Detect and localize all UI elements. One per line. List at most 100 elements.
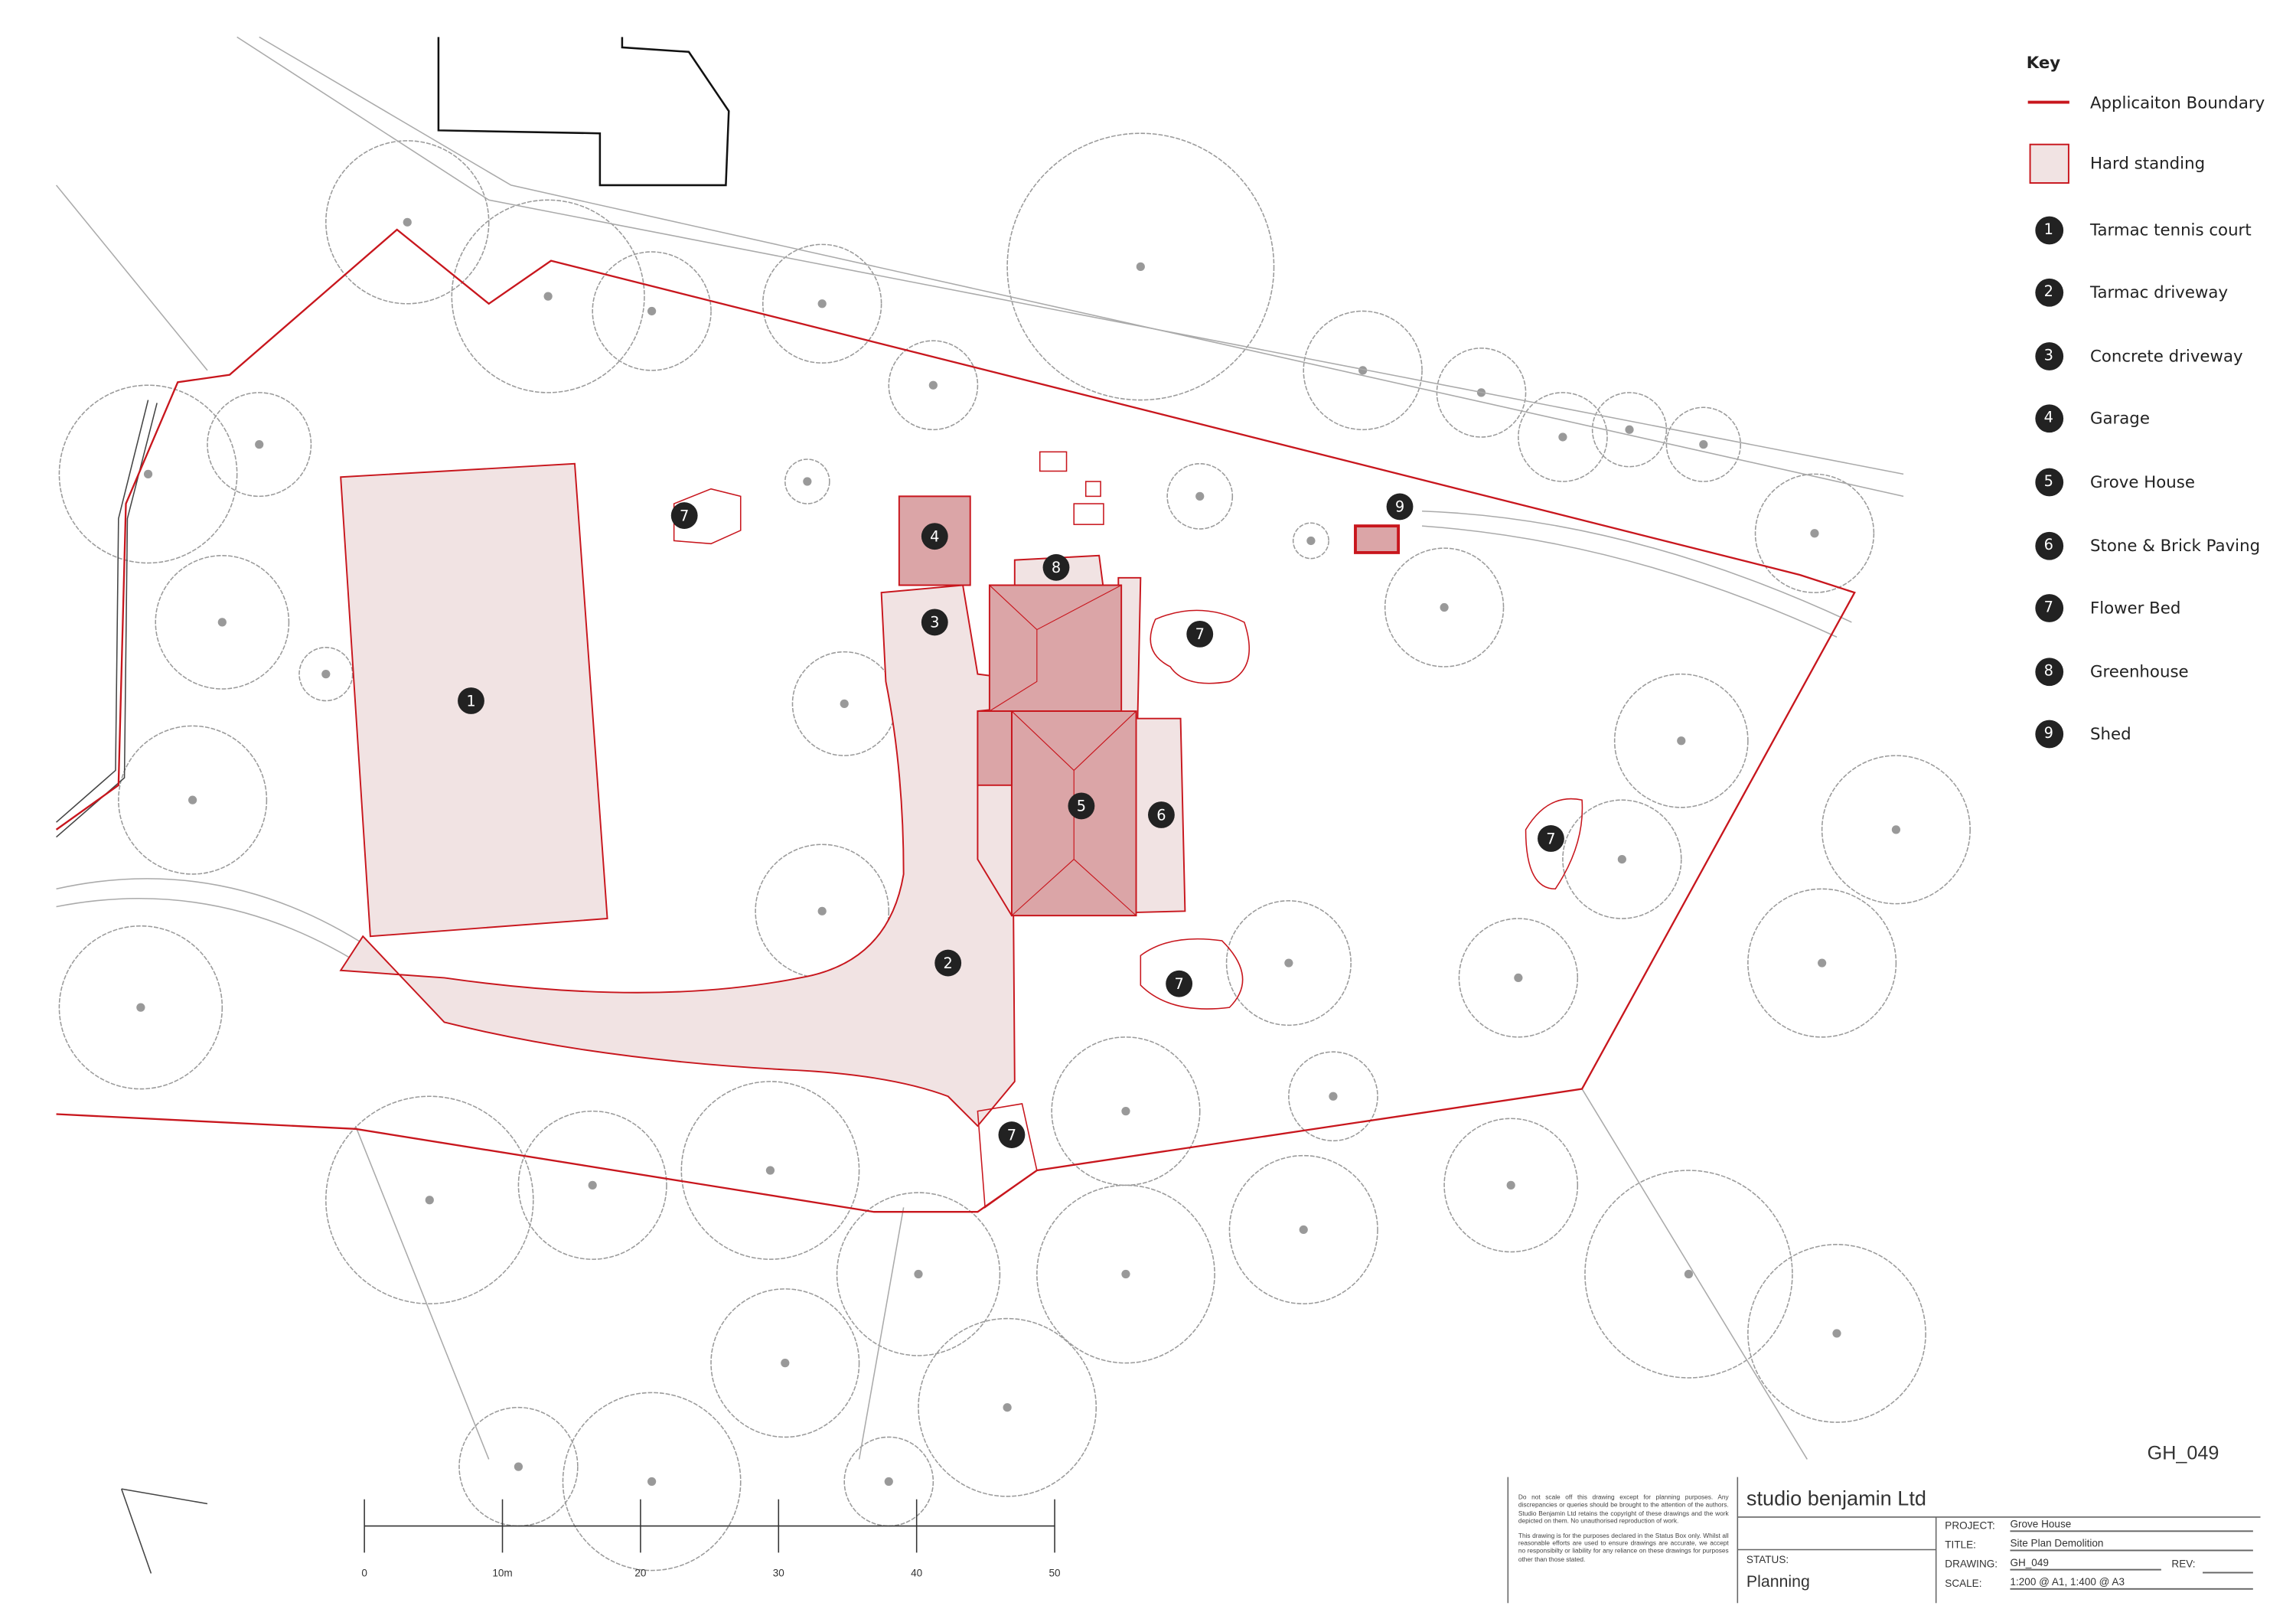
application-boundary: [55, 228, 1856, 1213]
site-marker-8: 8: [1042, 553, 1070, 581]
site-marker-7: 7: [670, 502, 698, 529]
tree-canopy: [888, 340, 979, 431]
tree-trunk: [217, 618, 227, 627]
tree-canopy: [1288, 1051, 1378, 1142]
marker-circle: [998, 1121, 1026, 1148]
tree-trunk: [1121, 1269, 1130, 1279]
marker-circle: [1166, 970, 1193, 997]
tree-canopy: [1821, 755, 1971, 905]
legend-label: Hard standing: [2089, 153, 2206, 173]
site-marker-3: 3: [921, 609, 948, 636]
tree-trunk: [188, 795, 197, 804]
site-marker-5: 5: [1068, 792, 1095, 820]
marker-circle: [1147, 801, 1175, 828]
site-marker-6: 6: [1147, 801, 1175, 828]
tree-trunk: [425, 1196, 434, 1205]
north-arrow: [120, 1488, 208, 1574]
legend-label: Grove House: [2089, 472, 2195, 492]
title-block-lines: [1507, 1477, 2261, 1604]
legend-label: Flower Bed: [2089, 599, 2181, 618]
scale-tick-label: 20: [634, 1567, 646, 1578]
project-label: PROJECT:: [1945, 1521, 1995, 1532]
scale-tick-label: 10m: [492, 1567, 512, 1578]
marker-icon: 1: [2034, 215, 2063, 244]
tree-trunk: [1506, 1180, 1515, 1190]
tree-trunk: [1514, 973, 1523, 983]
marker-number: 3: [930, 614, 939, 632]
drawing-number: GH_049: [2148, 1442, 2219, 1464]
tree-canopy: [1747, 1244, 1926, 1423]
tree-trunk: [647, 1477, 657, 1487]
tree-canopy: [155, 555, 290, 690]
tree-canopy: [562, 1392, 742, 1571]
tree-trunk: [1136, 262, 1145, 271]
marker-circle: [934, 949, 962, 977]
site-marker-7: 7: [998, 1121, 1026, 1148]
site-marker-7: 7: [1186, 620, 1214, 648]
tree-trunk: [817, 906, 827, 915]
site-marker-7: 7: [1166, 970, 1193, 997]
site-marker-2: 2: [934, 949, 962, 977]
tree-trunk: [1810, 529, 1819, 538]
boundary-line-swatch: [2027, 101, 2069, 103]
tree-trunk: [1891, 825, 1901, 834]
legend-title: Key: [2026, 53, 2061, 73]
roads-and-paths: [55, 36, 1904, 1460]
site-marker-7: 7: [1538, 825, 1564, 852]
disclaimer-copyright: Do not scale off this drawing except for…: [1518, 1493, 1729, 1526]
tree-canopy: [1584, 1170, 1793, 1379]
marker-circle: [458, 687, 484, 714]
tree-canopy: [784, 459, 830, 504]
marker-icon: 9: [2034, 720, 2063, 749]
tree-trunk: [803, 477, 812, 486]
tree-canopy: [762, 243, 882, 364]
tree-canopy: [451, 199, 645, 393]
tree-trunk: [1195, 491, 1205, 501]
tree-trunk: [1832, 1329, 1841, 1338]
legend-label: Concrete driveway: [2089, 346, 2243, 366]
drawing-value: GH_049: [2010, 1558, 2161, 1571]
tree-trunk: [928, 380, 938, 390]
tree-trunk: [647, 306, 657, 316]
marker-number: 1: [466, 692, 475, 710]
marker-number: 4: [930, 527, 939, 545]
tree-trunk: [403, 217, 412, 227]
tree-canopy: [836, 1192, 1001, 1356]
title-label: TITLE:: [1945, 1540, 1976, 1552]
tree-trunk: [817, 299, 827, 308]
tree-trunk: [1306, 536, 1316, 546]
marker-circle: [1186, 620, 1214, 648]
tree-trunk: [255, 440, 264, 449]
tree-canopy: [1166, 463, 1234, 530]
marker-number: 7: [680, 507, 689, 524]
marker-circle: [1386, 493, 1414, 521]
tree-trunk: [143, 469, 153, 478]
marker-number: 6: [1156, 806, 1166, 824]
tree-trunk: [514, 1462, 523, 1471]
tree-trunk: [840, 699, 849, 708]
tree-trunk: [1617, 854, 1626, 864]
legend-label: Garage: [2089, 409, 2150, 429]
tree-trunk: [543, 292, 553, 301]
tree-canopy: [325, 1095, 534, 1304]
tree-trunk: [1003, 1403, 1012, 1412]
tree-canopy: [1006, 132, 1275, 401]
marker-circle: [921, 523, 948, 550]
marker-icon: 7: [2034, 594, 2063, 623]
trees-layer: [58, 132, 1971, 1571]
tree-canopy: [118, 725, 268, 875]
tree-canopy: [58, 925, 223, 1090]
driveway: [339, 584, 1016, 1128]
site-marker-1: 1: [458, 687, 484, 714]
marker-circle: [1068, 792, 1095, 820]
tree-canopy: [1747, 888, 1897, 1038]
tree-canopy: [1458, 918, 1579, 1038]
rev-label: REV:: [2171, 1560, 2196, 1571]
